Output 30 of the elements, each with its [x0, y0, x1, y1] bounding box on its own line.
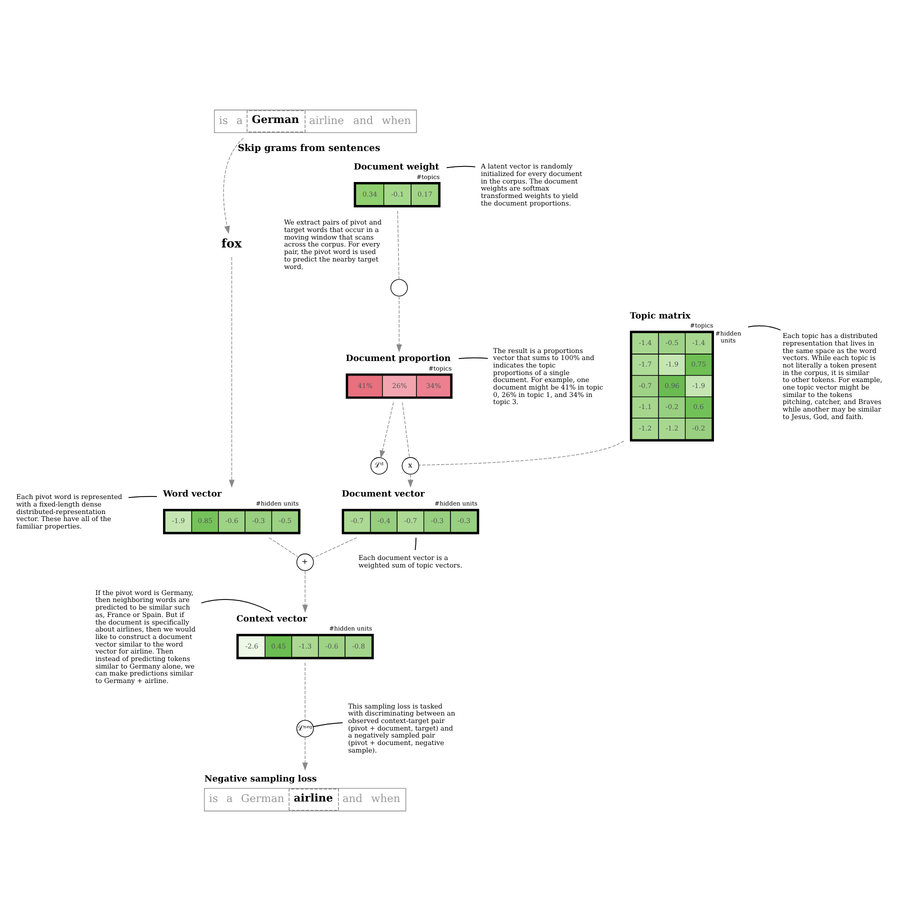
arrow	[223, 137, 244, 234]
connector	[748, 324, 781, 330]
connector	[312, 722, 344, 727]
connector	[418, 440, 624, 465]
connector	[446, 165, 476, 168]
connector	[397, 210, 400, 280]
node-label: Document weight	[354, 162, 440, 172]
connector	[304, 662, 306, 720]
node-label: Negative sampling loss	[204, 774, 317, 784]
node-label: Topic matrix	[630, 310, 691, 321]
connector	[312, 536, 358, 558]
connector	[402, 402, 410, 458]
arrow	[302, 570, 308, 612]
node-circle	[390, 278, 408, 296]
arrow	[396, 295, 402, 352]
node-label: Context vector	[236, 614, 308, 624]
arrow	[380, 402, 394, 458]
node-label: Word vector	[163, 488, 222, 499]
node-label: Document proportion	[346, 354, 451, 364]
arrow	[228, 256, 235, 488]
node-label: Document vector	[342, 488, 425, 499]
connector	[414, 536, 416, 550]
connector	[268, 536, 299, 557]
arrow	[408, 474, 414, 488]
edge-label: Skip grams from sentences	[238, 142, 380, 154]
connector	[201, 598, 272, 612]
node-text: fox	[221, 236, 242, 250]
connector	[128, 496, 158, 498]
arrow	[302, 736, 308, 770]
connector	[458, 356, 488, 358]
